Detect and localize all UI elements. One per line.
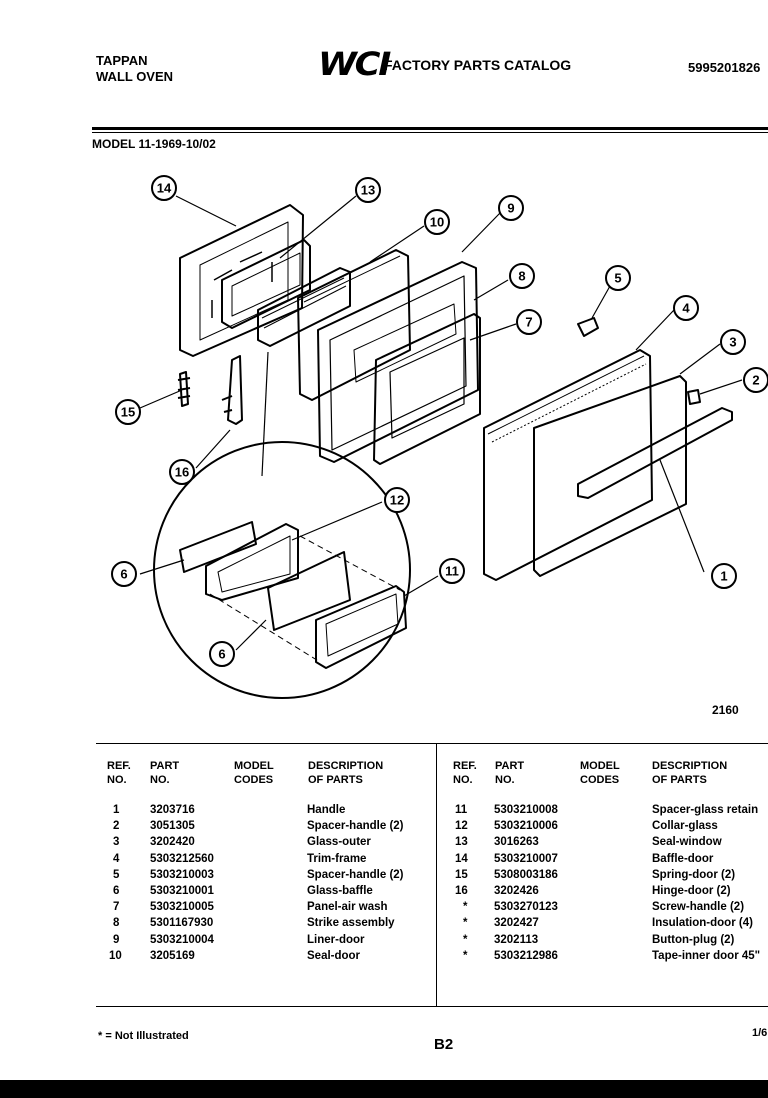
table-top-rule [96,743,768,744]
callout-1: 1 [720,569,727,584]
outer-glass-part [533,375,687,577]
callout-bubbles: 14 13 10 9 8 7 5 4 3 2 15 16 12 6 11 6 1 [111,175,768,667]
callout-9: 9 [507,201,514,216]
not-illustrated-note: * = Not Illustrated [98,1030,189,1042]
header-rule-thin [92,132,768,133]
model-number: MODEL 11-1969-10/02 [92,137,216,151]
callout-16: 16 [175,465,189,480]
table-divider [436,743,437,1006]
col-header-ref: REF.NO. [107,760,131,786]
detail-glass-baffle [179,521,407,669]
callout-6b: 6 [218,647,225,662]
catalog-number: 5995201826 [688,60,761,75]
callout-7: 7 [525,315,532,330]
callout-4: 4 [682,301,690,316]
callout-15: 15 [121,405,135,420]
callout-11: 11 [445,564,459,579]
handle-spacer-part [687,389,701,405]
baffle-door-part [179,204,304,357]
collar-glass-stack [257,267,351,347]
callout-3: 3 [729,335,736,350]
col-header-ref-right: REF.NO. [453,760,477,786]
figure-number: 2160 [712,703,739,717]
wci-logo: WCI [318,45,391,83]
callout-14: 14 [157,181,172,196]
callout-6a: 6 [120,567,127,582]
trim-frame-part [483,349,653,581]
callout-10: 10 [430,215,444,230]
callout-13: 13 [361,183,375,198]
spacer-handle-part [577,317,599,337]
liner-door-part [317,261,479,463]
callout-8: 8 [518,269,525,284]
air-wash-panel-part [353,303,481,465]
door-spring-part [177,371,191,407]
exploded-door-diagram: 14 13 10 9 8 7 5 4 3 2 15 16 12 6 11 6 1 [111,175,768,699]
seal-door-part [297,249,411,401]
door-hinge-part [221,355,243,425]
brand-name: TAPPAN [96,53,148,68]
handle-part [577,407,733,499]
header-rule-thick [92,127,768,130]
sheet-number: 1/6 [752,1027,768,1039]
callout-2: 2 [752,373,759,388]
brand-block: TAPPAN WALL OVEN [96,53,173,85]
product-name: WALL OVEN [96,69,174,84]
catalog-title: FACTORY PARTS CATALOG [384,57,572,73]
callout-12: 12 [390,493,404,508]
callout-5: 5 [614,271,621,286]
page-number: B2 [434,1036,454,1053]
detail-magnifier [153,441,411,699]
seal-window-part [221,239,311,329]
table-bottom-rule [96,1006,768,1007]
